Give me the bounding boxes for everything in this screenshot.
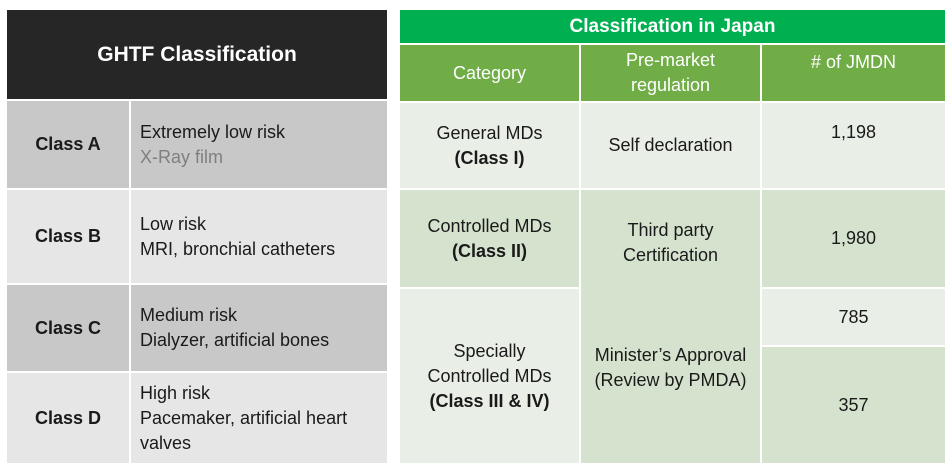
ghtf-row-a-desc: Extremely low risk X-Ray film [131, 101, 387, 188]
controlled-md-category: Controlled MDs (Class II) [400, 190, 579, 287]
ghtf-title: GHTF Classification [7, 10, 387, 99]
class-b-risk: Low risk [140, 213, 207, 234]
jmdn-357: 357 [838, 394, 869, 415]
japan-title: Classification in Japan [400, 10, 945, 43]
general-md-class: (Class I) [454, 147, 525, 168]
third-party-line2: Certification [622, 245, 719, 265]
japan-title-text: Classification in Japan [569, 15, 776, 37]
ghtf-row-d-desc: High risk Pacemaker, artificial heart va… [131, 373, 387, 463]
ghtf-row-b-desc: Low risk MRI, bronchial catheters [131, 190, 387, 283]
ghtf-row-d-class: Class D [7, 373, 129, 463]
header-regulation-line1: Pre-market [625, 50, 715, 70]
general-md-category: General MDs (Class I) [400, 103, 579, 188]
ghtf-row-a-class: Class A [7, 101, 129, 188]
minister-approval-regulation: Minister’s Approval (Review by PMDA) [581, 287, 760, 463]
class-a-examples: X-Ray film [140, 146, 224, 167]
minister-line2: (Review by PMDA) [594, 370, 747, 390]
class-b-examples: MRI, bronchial catheters [140, 238, 336, 259]
ghtf-row-c-class: Class C [7, 285, 129, 371]
jmdn-785: 785 [838, 306, 869, 327]
class-d-risk: High risk [140, 382, 211, 403]
class-a-risk: Extremely low risk [140, 121, 286, 142]
class-c-label: Class C [34, 317, 102, 338]
jmdn-785-cell: 785 [762, 289, 945, 345]
third-party-line1: Third party [627, 220, 714, 240]
ghtf-title-text: GHTF Classification [97, 42, 297, 66]
general-md-regulation: Self declaration [581, 103, 760, 188]
header-category: Category [400, 45, 579, 101]
specially-line1: Specially [453, 340, 526, 361]
general-md-jmdn: 1,198 [762, 103, 945, 188]
controlled-md-jmdn: 1,980 [762, 190, 945, 287]
header-category-text: Category [452, 62, 527, 83]
header-regulation: Pre-market regulation [581, 45, 760, 101]
class-c-examples: Dialyzer, artificial bones [140, 330, 330, 350]
class-d-examples-line2: valves [140, 432, 192, 453]
class-d-label: Class D [34, 407, 102, 428]
specially-controlled-category: Specially Controlled MDs (Class III & IV… [400, 289, 579, 463]
specially-class: (Class III & IV) [429, 390, 550, 411]
header-jmdn-text: # of JMDN [810, 52, 897, 72]
jmdn-1980: 1,980 [830, 228, 877, 248]
general-md-name: General MDs [436, 122, 543, 143]
class-c-risk: Medium risk [140, 305, 238, 325]
header-regulation-line2: regulation [630, 75, 711, 95]
ghtf-row-c-desc: Medium risk Dialyzer, artificial bones [131, 285, 387, 371]
minister-line1: Minister’s Approval [594, 345, 747, 365]
specially-line2: Controlled MDs [427, 365, 552, 386]
ghtf-row-b-class: Class B [7, 190, 129, 283]
third-party-regulation: Third party Certification [581, 190, 760, 287]
class-d-examples-line1: Pacemaker, artificial heart [140, 407, 348, 428]
header-jmdn: # of JMDN [762, 45, 945, 101]
jmdn-1198: 1,198 [830, 122, 877, 142]
controlled-md-name: Controlled MDs [427, 216, 552, 236]
self-declaration-text: Self declaration [608, 135, 733, 155]
jmdn-357-cell: 357 [762, 347, 945, 463]
controlled-md-class: (Class II) [451, 241, 528, 261]
class-b-label: Class B [34, 226, 102, 246]
class-a-label: Class A [35, 134, 101, 154]
